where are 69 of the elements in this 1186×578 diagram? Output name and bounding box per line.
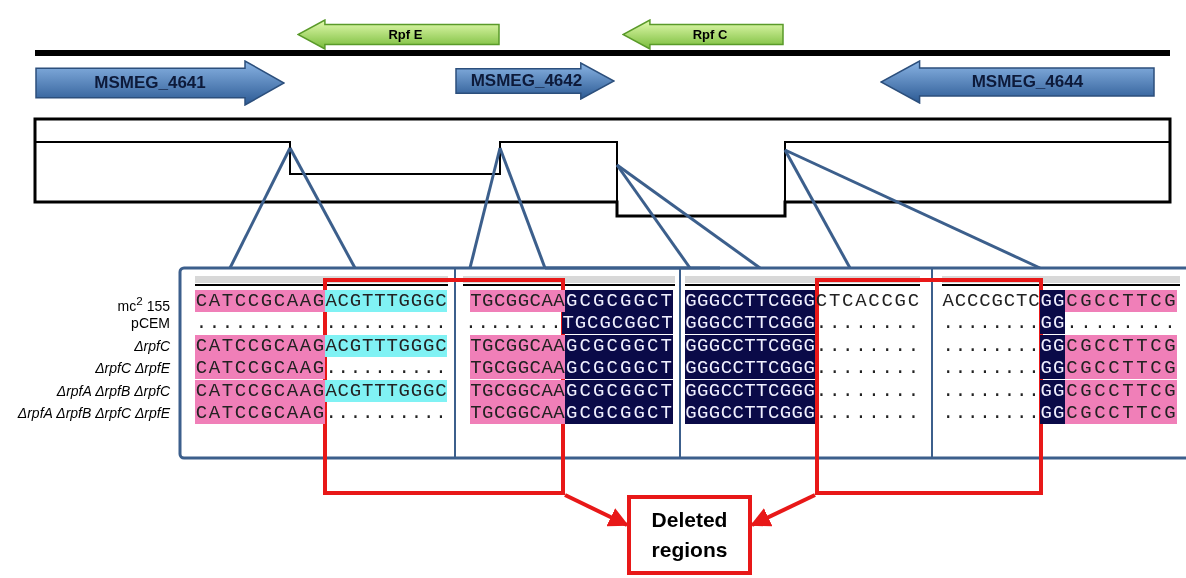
sequence-cell: GG [1040, 357, 1065, 379]
strain-label: ΔrpfC ΔrpfE [95, 359, 170, 378]
sequence-cell: ACGTTTGGGC [325, 380, 447, 402]
sequence-cell: GGGCCTTCGGG [685, 312, 815, 334]
sequence-cell: CATCCGCAAG [195, 357, 325, 379]
sequence-text: ........ [815, 312, 920, 334]
sequence-text: .......... [325, 312, 447, 334]
sequence-cell: TGCGGCAA [470, 290, 565, 312]
sequence-text: ........ [942, 357, 1040, 379]
sequence-cell: GGGCCTTCGGG [685, 402, 815, 424]
strain-label: ΔrpfC [134, 337, 170, 356]
sequence-cell: CGCCTTCG [1065, 357, 1177, 379]
sequence-text: .......... [195, 312, 325, 334]
sequence-text: .......... [325, 357, 447, 379]
sequence-text: .......... [325, 402, 447, 424]
sequence-text: ........ [1065, 312, 1177, 334]
sequence-cell: ACGTTTGGGC [325, 290, 447, 312]
sequence-cell: GGGCCTTCGGG [685, 335, 815, 357]
sequence-cell: GCGCGGCT [565, 290, 673, 312]
strain-label: mc$^{2}$ 155 [117, 293, 170, 316]
gene-label: Rpf C [692, 27, 728, 42]
sequence-cell: GG [1040, 402, 1065, 424]
gene-label: Rpf E [388, 27, 423, 42]
gene-label: MSMEG_4641 [94, 73, 206, 93]
gene-label: MSMEG_4644 [971, 72, 1084, 92]
sequence-text: ........ [942, 335, 1040, 357]
strain-label: pCEM [131, 314, 170, 333]
sequence-cell: GCGCGGCT [565, 402, 673, 424]
gene-arrow [35, 60, 285, 106]
gene-arrow [880, 60, 1155, 104]
sequence-cell: GG [1040, 380, 1065, 402]
sequence-cell: TGCGGCAA [470, 357, 565, 379]
sequence-text: ........ [815, 335, 920, 357]
sequence-text: ........ [815, 402, 920, 424]
sequence-cell: CATCCGCAAG [195, 402, 325, 424]
gene-arrow [622, 19, 784, 50]
gene-arrow [455, 62, 615, 100]
gene-arrow [297, 19, 500, 50]
strain-label: ΔrpfA ΔrpfB ΔrpfC ΔrpfE [17, 404, 170, 423]
arrow [564, 493, 629, 527]
sequence-text: ........ [942, 312, 1040, 334]
sequence-text: ........ [815, 357, 920, 379]
sequence-cell: GGGCCTTCGGG [685, 357, 815, 379]
sequence-text: ........ [942, 380, 1040, 402]
sequence-cell: GCGCGGCT [565, 335, 673, 357]
sequence-cell: CGCCTTCG [1065, 402, 1177, 424]
sequence-text: ACCCGCTC [942, 290, 1040, 312]
sequence-cell: GG [1040, 312, 1065, 334]
sequence-cell: CGCCTTCG [1065, 335, 1177, 357]
sequence-cell: GG [1040, 335, 1065, 357]
callout-text: Deleted regions [650, 507, 729, 563]
sequence-cell: TGCGCGGCT [562, 312, 673, 334]
sequence-cell: TGCGGCAA [470, 380, 565, 402]
sequence-cell: GG [1040, 290, 1065, 312]
sequence-text: ........ [942, 402, 1040, 424]
sequence-cell: GCGCGGCT [565, 357, 673, 379]
sequence-cell: CGCCTTCG [1065, 380, 1177, 402]
sequence-cell: ACGTTTGGGC [325, 335, 447, 357]
sequence-cell: GGGCCTTCGGG [685, 380, 815, 402]
sequence-text: ........ [465, 312, 562, 334]
callout-box [627, 495, 752, 575]
sequence-cell: TGCGGCAA [470, 335, 565, 357]
sequence-cell: CGCCTTCG [1065, 290, 1177, 312]
sequence-cell: GGGCCTTCGGG [685, 290, 815, 312]
gene-label: MSMEG_4642 [470, 71, 583, 91]
sequence-cell: TGCGGCAA [470, 402, 565, 424]
sequence-text: ........ [815, 380, 920, 402]
strain-label: ΔrpfA ΔrpfB ΔrpfC [56, 382, 170, 401]
sequence-cell: GCGCGGCT [565, 380, 673, 402]
